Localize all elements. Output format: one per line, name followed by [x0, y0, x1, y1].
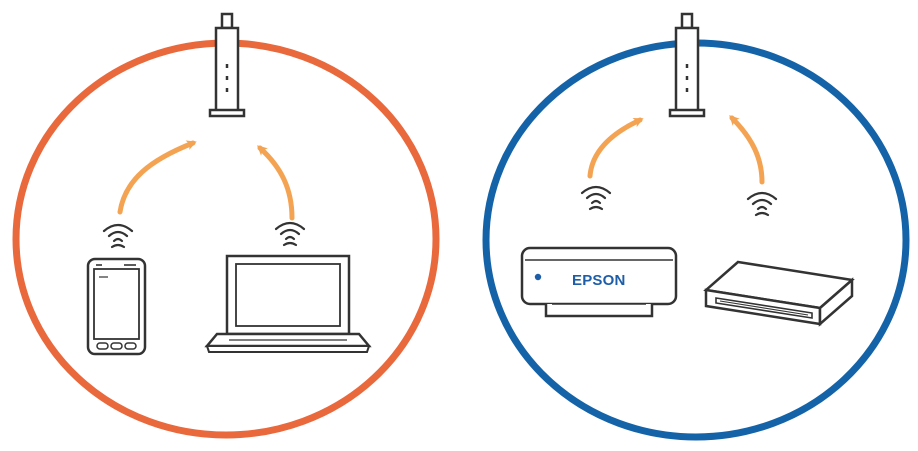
printer-icon	[520, 246, 678, 318]
scanner-icon	[703, 260, 855, 327]
network-a	[12, 12, 440, 439]
router-icon	[208, 12, 246, 118]
network-b: EPSON	[482, 12, 910, 441]
smartphone-icon	[86, 257, 147, 356]
wifi-icon	[580, 185, 612, 211]
signal-arrow-printer	[587, 117, 644, 179]
wifi-icon	[274, 221, 306, 247]
printer-brand-label: EPSON	[572, 272, 626, 289]
laptop-icon	[204, 254, 372, 353]
wifi-icon	[746, 191, 778, 217]
signal-arrow-scanner	[729, 115, 765, 185]
wifi-icon	[102, 223, 134, 249]
router-icon	[668, 12, 706, 118]
signal-arrow-phone	[117, 140, 197, 215]
signal-arrow-laptop	[257, 145, 295, 221]
